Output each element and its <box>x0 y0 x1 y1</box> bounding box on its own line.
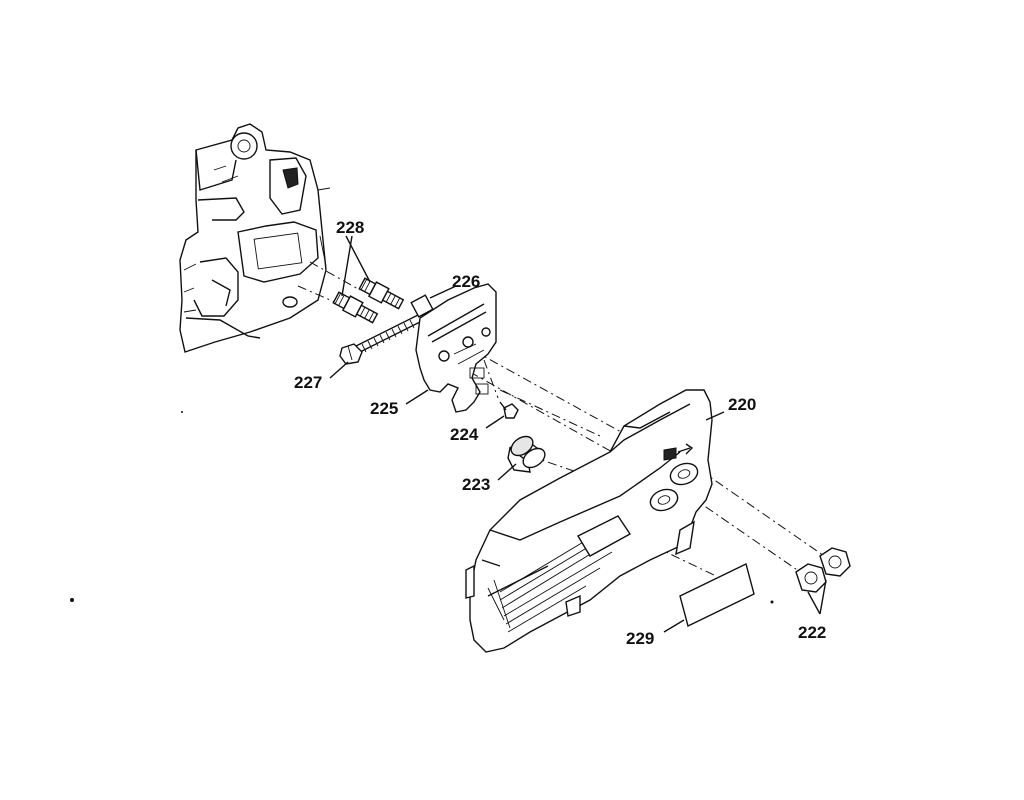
speck <box>181 411 183 413</box>
part-220-sprocket-cover <box>465 389 713 653</box>
leader-lines <box>329 235 827 633</box>
label-part-225: 225 <box>370 399 398 418</box>
part-226-adjusting-screw <box>355 294 434 353</box>
label-part-222: 222 <box>798 623 826 642</box>
label-part-220: 220 <box>728 395 756 414</box>
label-part-224: 224 <box>450 425 479 444</box>
part-225-side-plate <box>415 283 497 413</box>
label-part-229: 229 <box>626 629 654 648</box>
part-229-decal <box>679 563 755 627</box>
part-222-bar-nuts <box>795 547 851 593</box>
part-224-screw <box>499 401 519 419</box>
speck <box>770 600 774 604</box>
part-223-spacer <box>507 435 546 473</box>
speck <box>70 598 74 602</box>
label-part-226: 226 <box>452 272 480 291</box>
part-228-bar-studs <box>332 277 405 324</box>
label-part-228: 228 <box>336 218 364 237</box>
label-part-223: 223 <box>462 475 490 494</box>
part-227-adjuster-nut <box>339 343 363 365</box>
saw-body-housing <box>179 123 331 353</box>
label-part-227: 227 <box>294 373 322 392</box>
